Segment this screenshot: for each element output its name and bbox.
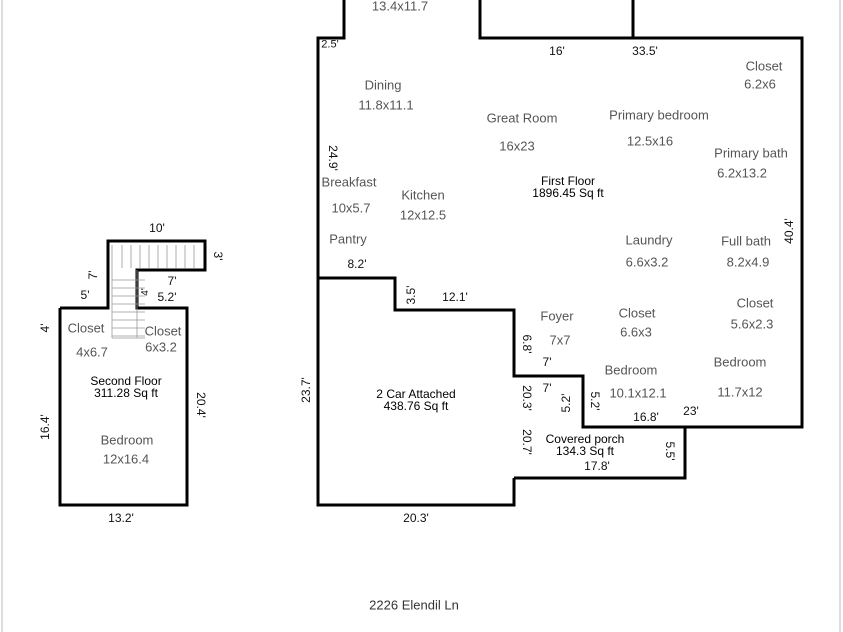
dimension-label: 5.2' — [559, 393, 573, 413]
room-size: 5.6x2.3 — [730, 316, 774, 332]
room-name: Closet — [144, 323, 182, 339]
dimension-label: 12.1' — [442, 290, 468, 304]
dimension-label: 40.4' — [782, 218, 796, 244]
room-name: Primary bath — [714, 145, 788, 161]
room-name: Bedroom — [604, 362, 658, 378]
dimension-label: 6.8' — [520, 334, 534, 354]
room-name: Laundry — [625, 232, 673, 248]
room-name: Foyer — [540, 308, 574, 324]
address-label: 2226 Elendil Ln — [369, 597, 459, 613]
room-name: Bedroom — [713, 354, 767, 370]
room-size: 6.6x3.2 — [625, 254, 669, 270]
dimension-label: 20.3' — [520, 385, 534, 411]
dimension-label: 16' — [549, 44, 565, 58]
room-name: Dining — [364, 77, 402, 93]
dimension-label: 5.2' — [588, 391, 602, 411]
room-size: 6.6x3 — [620, 324, 652, 340]
dimension-label: 20.4' — [194, 392, 208, 418]
dimension-label: 17.8' — [584, 459, 610, 473]
dimension-label: 7' — [542, 381, 552, 395]
floor-area: 311.28 Sq ft — [94, 386, 158, 400]
room-size: 10.1x12.1 — [609, 385, 667, 401]
porch-label: Covered porch — [545, 432, 625, 446]
dimension-label: 7' — [86, 270, 100, 280]
dimension-label: 10' — [149, 221, 165, 235]
garage-sqft: 438.76 Sq ft — [383, 399, 449, 413]
dimension-label: 23.7' — [299, 377, 313, 403]
dimension-label: 23' — [683, 404, 699, 418]
dimension-label: 4' — [140, 288, 151, 296]
room-size: 6x3.2 — [145, 339, 177, 355]
room-size: 13.4x11.7 — [371, 0, 429, 14]
floor-label: First Floor — [540, 174, 595, 188]
room-size: 11.8x11.1 — [358, 97, 414, 113]
dimension-label: 4' — [38, 323, 52, 333]
dimension-label: 16.4' — [38, 414, 52, 440]
room-name: Breakfast — [321, 174, 377, 190]
dimension-label: 7' — [167, 274, 177, 288]
room-size: 11.7x12 — [717, 384, 763, 400]
garage-outline — [316, 278, 516, 507]
room-name: Closet — [745, 58, 783, 74]
dimension-label: 5.2' — [157, 290, 177, 304]
dimension-label: 2.5' — [321, 38, 339, 51]
dimension-label: 5.5' — [663, 441, 677, 461]
garage-label: 2 Car Attached — [376, 387, 456, 401]
staircase-icon — [111, 245, 195, 339]
dimension-label: 20.3' — [403, 511, 429, 525]
dimension-label: 3.5' — [404, 285, 418, 305]
room-name: Full bath — [721, 233, 771, 249]
room-size: 12.5x16 — [626, 133, 674, 149]
room-size: 16x23 — [499, 138, 535, 154]
room-name: Great Room — [486, 110, 558, 126]
floor-area: 1896.45 Sq ft — [532, 186, 604, 200]
porch-sqft: 134.3 Sq ft — [555, 444, 615, 458]
dimension-label: 33.5' — [632, 44, 658, 58]
room-size: 4x6.7 — [76, 344, 108, 360]
dimension-label: 20.7' — [520, 429, 534, 455]
room-size: 10x5.7 — [331, 200, 371, 216]
first-floor-right-wall — [478, 0, 804, 429]
dimension-label: 13.2' — [108, 511, 134, 525]
room-name: Pantry — [329, 231, 367, 247]
room-size: 6.2x13.2 — [717, 165, 767, 181]
dimension-label: 16.8' — [633, 410, 659, 424]
dimension-label: 24.9' — [326, 145, 340, 171]
dimension-label: 8.2' — [347, 257, 367, 271]
room-size: 8.2x4.9 — [726, 254, 770, 270]
dimension-label: 7' — [542, 355, 552, 369]
room-size: 12x16.4 — [102, 451, 150, 467]
floor-label: Second Floor — [90, 374, 162, 388]
room-size: 6.2x6 — [744, 76, 776, 92]
room-name: Kitchen — [401, 187, 445, 203]
room-size: 12x12.5 — [399, 207, 447, 223]
room-name: Primary bedroom — [609, 107, 709, 123]
room-name: Closet — [67, 320, 105, 336]
dimension-label: 5' — [80, 288, 90, 302]
room-size: 7x7 — [549, 332, 571, 348]
dimension-label: 3' — [211, 251, 225, 261]
room-name: Bedroom — [100, 432, 154, 448]
room-name: Closet — [736, 295, 774, 311]
room-name: Closet — [618, 305, 656, 321]
